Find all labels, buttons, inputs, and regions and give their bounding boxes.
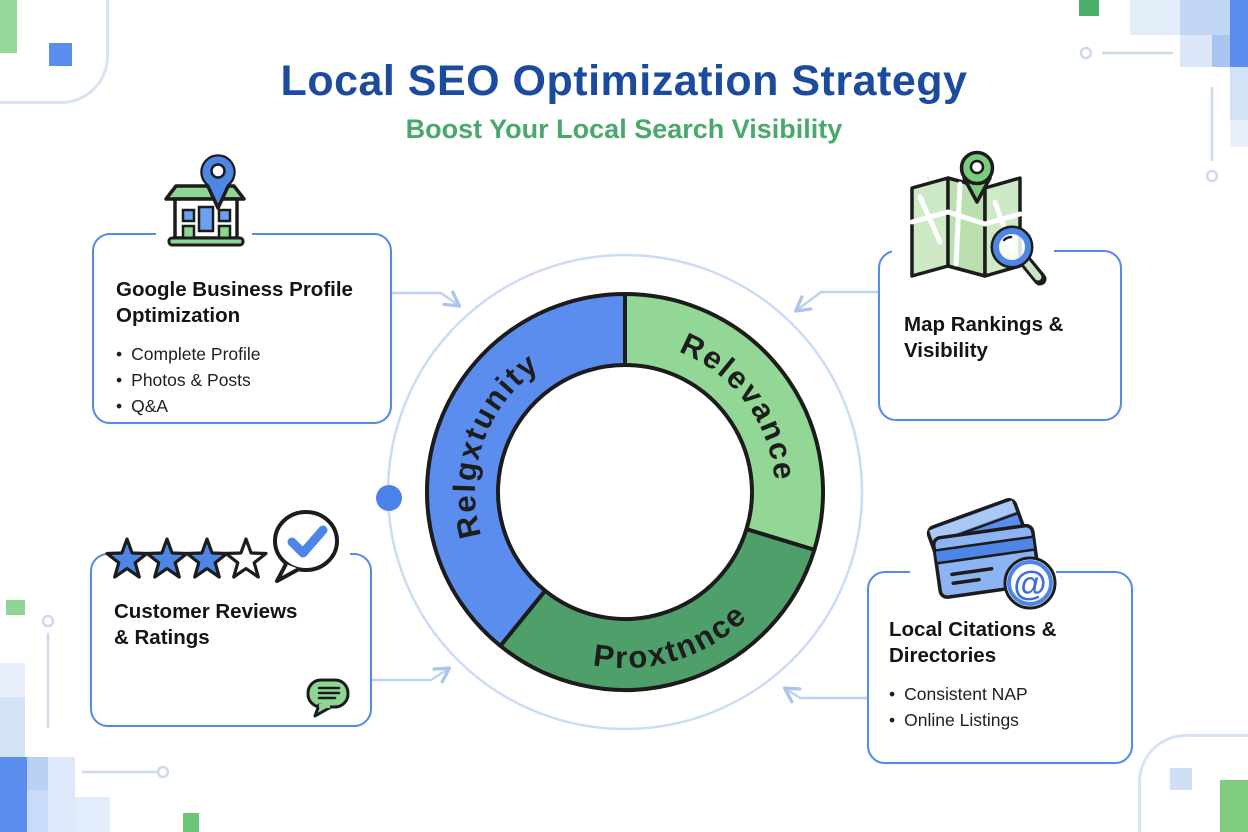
star-empty-icon (224, 537, 268, 579)
card-title: Map Rankings & Visibility (904, 313, 1064, 363)
card-title: Google Business Profile Optimization (116, 278, 353, 328)
corner-outline-top-left (0, 0, 109, 104)
card-title: Local Citations & Directories (889, 618, 1057, 668)
decor-circle (1205, 169, 1219, 183)
decor-square (1212, 35, 1230, 67)
decor-square (0, 757, 27, 832)
magnifier-icon (990, 225, 1047, 286)
donut-segment-relevance (623, 292, 825, 552)
star-filled-icon (145, 537, 189, 579)
decor-square (1230, 120, 1248, 147)
card-title: Customer Reviews & Ratings (114, 600, 298, 650)
bullet-item: Q&A (116, 393, 390, 419)
card-bullets: Consistent NAP Online Listings (889, 681, 1131, 733)
svg-text:@: @ (1013, 565, 1046, 603)
decor-circle (41, 614, 55, 628)
credit-cards-at-icon: @ (926, 498, 1057, 610)
donut-segment-relgxtunity (425, 292, 627, 648)
decor-square (6, 600, 25, 615)
bullet-item: Complete Profile (116, 341, 390, 367)
decor-square (1180, 0, 1230, 35)
decor-square (75, 797, 110, 832)
star-filled-icon (185, 537, 229, 579)
decor-square (27, 790, 48, 832)
decor-square (49, 43, 72, 66)
page-title: Local SEO Optimization Strategy (280, 56, 968, 105)
connector-bottom-left (368, 666, 452, 684)
card-google-business-profile: Google Business Profile Optimization Com… (92, 233, 392, 424)
bullet-item: Photos & Posts (116, 367, 390, 393)
donut-segment-proxtnnce (498, 527, 817, 692)
decor-square (1079, 0, 1099, 16)
decor-circle (156, 765, 170, 779)
at-symbol-icon: @ (1003, 556, 1057, 610)
decor-square (1230, 0, 1248, 67)
bullet-item: Consistent NAP (889, 681, 1131, 707)
page-subtitle: Boost Your Local Search Visibility (405, 114, 843, 145)
connector-top-right (794, 290, 878, 313)
card-map-rankings: Map Rankings & Visibility (878, 250, 1122, 421)
decor-lines (41, 46, 1219, 779)
decor-circle (1079, 46, 1093, 60)
decor-square (27, 757, 48, 790)
decor-square (1220, 780, 1248, 832)
decor-square (48, 757, 75, 832)
connector-lines (368, 290, 878, 704)
check-bubble-icon (273, 510, 339, 583)
corner-outline-bottom-right (1138, 734, 1248, 832)
decor-square (1170, 768, 1192, 790)
decor-square (1230, 67, 1248, 120)
credit-card-front (931, 523, 1042, 599)
flow-circle-dot (376, 485, 402, 511)
storefront-location-pin-icon (164, 154, 246, 247)
star-rating-check-bubble-icon (105, 510, 339, 583)
decor-square (1130, 0, 1180, 35)
decor-square (1180, 35, 1212, 67)
card-local-citations: Local Citations & Directories Consistent… (867, 571, 1133, 764)
decor-square (0, 663, 25, 697)
bullet-item: Online Listings (889, 707, 1131, 733)
chat-bubble-icon (306, 678, 350, 718)
decor-square (0, 0, 17, 53)
star-filled-icon (105, 537, 149, 579)
card-bullets: Complete Profile Photos & Posts Q&A (116, 341, 390, 419)
map-magnifier-pin-icon (909, 150, 1047, 286)
connector-top-left (387, 290, 462, 308)
decor-square (183, 813, 199, 832)
decor-square (0, 697, 25, 757)
connector-bottom-right (782, 686, 867, 704)
